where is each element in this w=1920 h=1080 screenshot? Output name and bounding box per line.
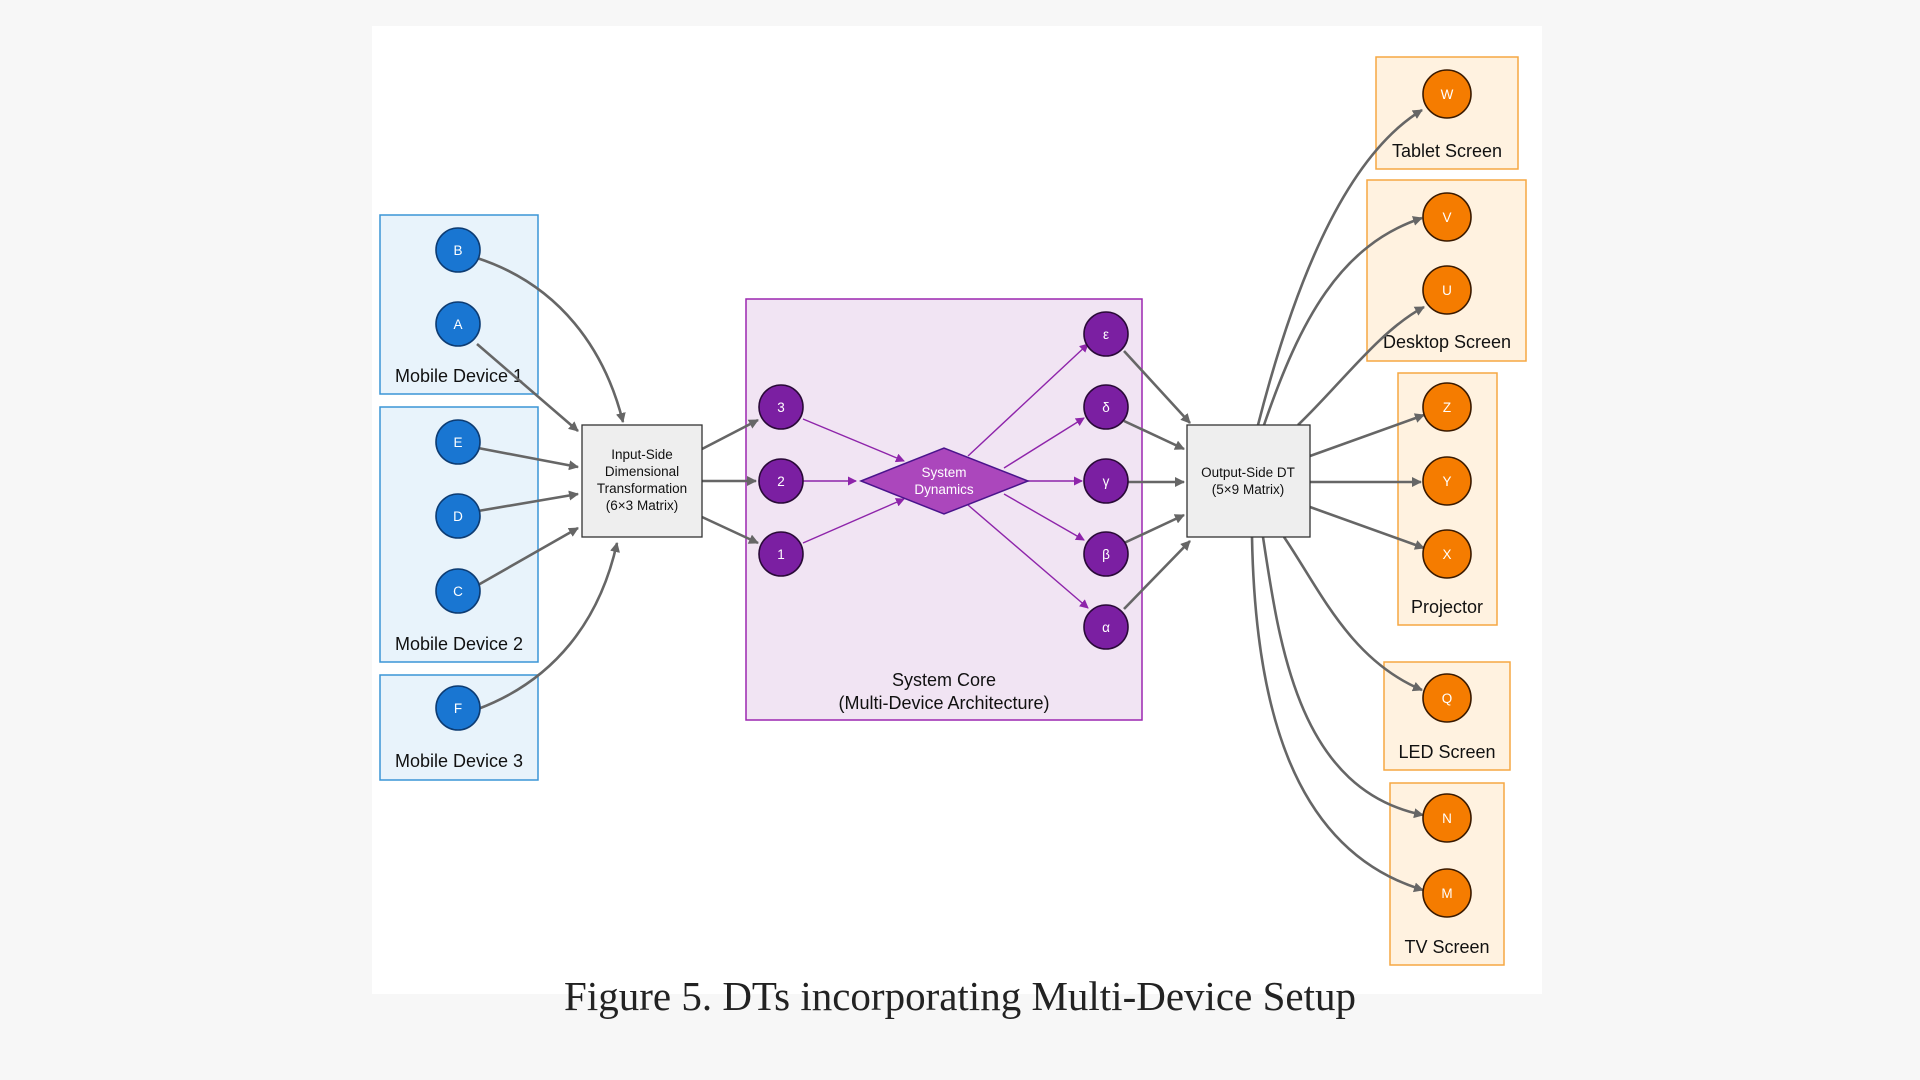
label-led-screen: LED Screen — [1398, 742, 1495, 762]
edge-input-dt-to-1 — [701, 515, 759, 545]
edge-1-to-dynamics — [802, 498, 905, 544]
system-dynamics-line-1: System — [921, 465, 966, 480]
dt-diagram: Mobile Device 1 Mobile Device 2 Mobile D… — [379, 56, 1527, 966]
node-m-label: M — [1441, 886, 1452, 901]
edge-alpha-to-output-dt — [1123, 540, 1191, 610]
node-q-label: Q — [1442, 691, 1453, 706]
input-side-dt-box — [581, 424, 703, 538]
node-y-label: Y — [1442, 474, 1451, 489]
node-m — [1422, 868, 1472, 918]
figure-caption: Figure 5. DTs incorporating Multi-Device… — [564, 973, 1356, 1019]
edge-dynamics-to-beta — [1003, 493, 1085, 541]
node-3-label: 3 — [777, 400, 785, 415]
edge-dynamics-to-delta — [1003, 417, 1085, 469]
edge-d-to-input-dt — [477, 490, 579, 513]
node-f-label: F — [454, 701, 462, 716]
node-y — [1422, 456, 1472, 506]
node-e — [435, 419, 481, 465]
edge-eps-to-output-dt — [1123, 350, 1191, 424]
edge-output-dt-to-w — [1256, 108, 1423, 426]
node-2-label: 2 — [777, 474, 785, 489]
edge-c-to-input-dt — [477, 526, 579, 587]
edge-output-dt-to-n — [1261, 536, 1424, 819]
system-dynamics-line-2: Dynamics — [914, 482, 974, 497]
node-w-label: W — [1441, 87, 1454, 102]
node-d — [435, 493, 481, 539]
node-epsilon — [1083, 311, 1129, 357]
node-c — [435, 568, 481, 614]
node-delta — [1083, 384, 1129, 430]
system-dynamics-diamond — [858, 447, 1031, 515]
label-desktop-screen: Desktop Screen — [1383, 332, 1511, 352]
label-system-core-sub: (Multi-Device Architecture) — [838, 693, 1049, 713]
node-a — [435, 301, 481, 347]
edge-delta-to-output-dt — [1123, 419, 1185, 451]
edge-3-to-dynamics — [802, 418, 905, 463]
label-mobile-device-1: Mobile Device 1 — [395, 366, 523, 386]
node-u-label: U — [1442, 283, 1452, 298]
input-dt-line-1: Input-Side — [611, 447, 673, 462]
node-w — [1422, 69, 1472, 119]
label-system-core: System Core — [892, 670, 996, 690]
node-b-label: B — [453, 243, 462, 258]
node-delta-label: δ — [1102, 400, 1110, 415]
node-beta-label: β — [1102, 547, 1110, 562]
node-e-label: E — [453, 435, 462, 450]
node-q — [1422, 673, 1472, 723]
node-1-label: 1 — [777, 547, 785, 562]
node-f — [435, 685, 481, 731]
edge-a-to-input-dt — [476, 343, 579, 432]
node-x — [1422, 529, 1472, 579]
input-dt-line-2: Dimensional — [605, 464, 679, 479]
edge-input-dt-to-3 — [701, 418, 759, 451]
edge-f-to-input-dt — [477, 542, 620, 711]
output-side-dt-box — [1186, 424, 1311, 538]
node-u — [1422, 265, 1472, 315]
label-tv-screen: TV Screen — [1404, 937, 1489, 957]
node-n — [1422, 793, 1472, 843]
node-3 — [758, 384, 804, 430]
edge-e-to-input-dt — [477, 446, 579, 471]
edge-dynamics-to-eps — [967, 343, 1089, 457]
figure-panel: Mobile Device 1 Mobile Device 2 Mobile D… — [372, 26, 1542, 994]
node-z — [1422, 382, 1472, 432]
input-dt-line-3: Transformation — [597, 481, 687, 496]
edge-output-dt-to-x — [1309, 505, 1425, 550]
label-mobile-device-3: Mobile Device 3 — [395, 751, 523, 771]
edge-dynamics-to-alpha — [967, 504, 1089, 609]
node-1 — [758, 531, 804, 577]
output-dt-line-2: (5×9 Matrix) — [1212, 482, 1284, 497]
edge-output-dt-to-z — [1309, 413, 1425, 458]
edge-b-to-input-dt — [476, 256, 626, 423]
input-dt-line-4: (6×3 Matrix) — [606, 498, 678, 513]
edge-output-dt-to-u — [1297, 305, 1425, 426]
edge-output-dt-to-v — [1262, 216, 1423, 426]
label-tablet-screen: Tablet Screen — [1392, 141, 1502, 161]
node-a-label: A — [453, 317, 462, 332]
edge-output-dt-to-m — [1250, 536, 1424, 893]
node-alpha-label: α — [1102, 620, 1110, 635]
node-c-label: C — [453, 584, 463, 599]
node-epsilon-label: ε — [1103, 327, 1109, 342]
node-beta — [1083, 531, 1129, 577]
label-mobile-device-2: Mobile Device 2 — [395, 634, 523, 654]
node-b — [435, 227, 481, 273]
node-z-label: Z — [1443, 400, 1451, 415]
node-2 — [758, 458, 804, 504]
edge-beta-to-output-dt — [1123, 513, 1185, 545]
node-n-label: N — [1442, 811, 1452, 826]
node-alpha — [1083, 604, 1129, 650]
node-d-label: D — [453, 509, 463, 524]
output-dt-line-1: Output-Side DT — [1201, 465, 1295, 480]
label-projector: Projector — [1411, 597, 1483, 617]
node-v — [1422, 192, 1472, 242]
node-x-label: X — [1442, 547, 1451, 562]
node-v-label: V — [1442, 210, 1451, 225]
edge-output-dt-to-q — [1282, 536, 1423, 692]
node-gamma-label: γ — [1103, 474, 1110, 489]
node-gamma — [1083, 458, 1129, 504]
